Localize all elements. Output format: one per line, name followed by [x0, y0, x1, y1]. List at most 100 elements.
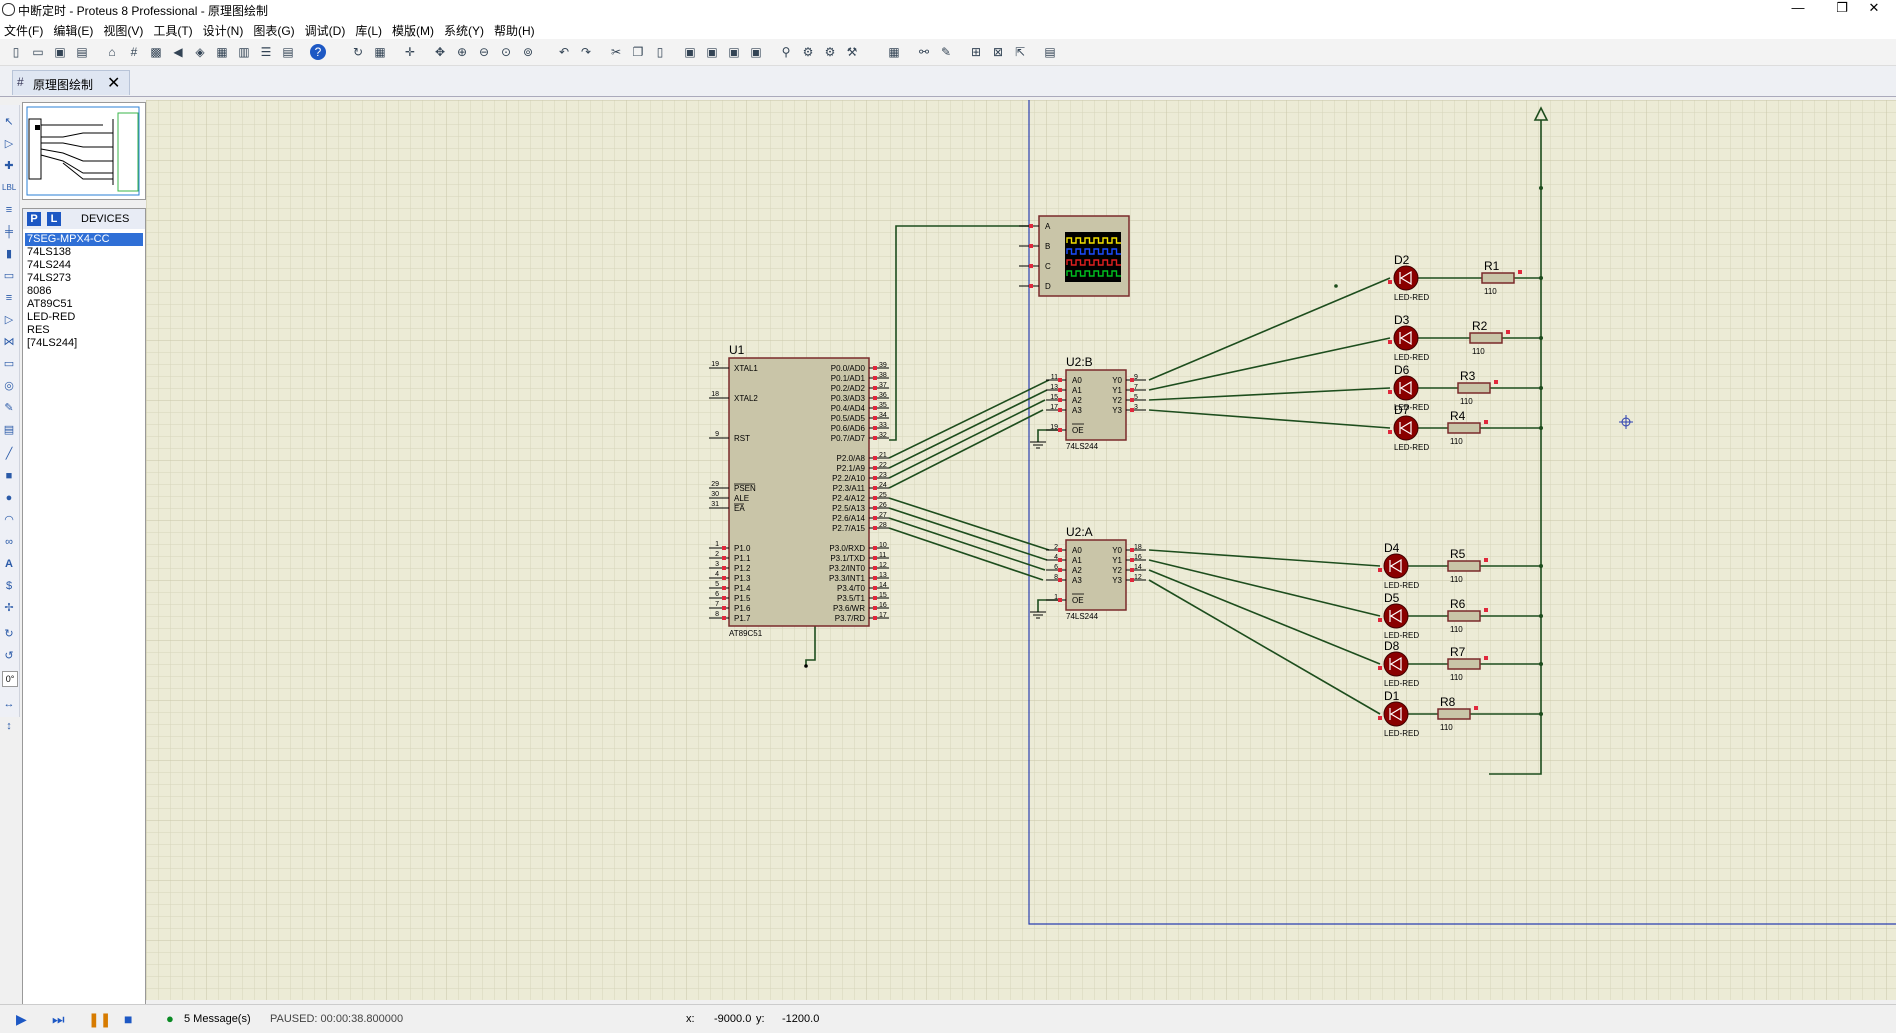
device-item[interactable]: 74LS244: [27, 259, 72, 271]
bom-icon[interactable]: ▦: [216, 45, 228, 59]
minimize-button[interactable]: —: [1791, 0, 1805, 15]
zoom-all-icon[interactable]: ⊙: [500, 45, 512, 59]
terminals-icon[interactable]: ▭: [3, 270, 15, 282]
block-copy-icon[interactable]: ▣: [684, 45, 696, 59]
component-mode-icon[interactable]: ▷: [4, 138, 14, 150]
probe-icon[interactable]: ◎: [4, 380, 14, 392]
flip-vertical-icon[interactable]: ↕: [6, 720, 12, 732]
rotate-ccw-icon[interactable]: ↺: [4, 650, 14, 662]
origin-icon[interactable]: ✛: [404, 45, 416, 59]
menu-system[interactable]: 系统(Y): [444, 24, 484, 38]
tape-recorder-icon[interactable]: ⋈: [3, 336, 15, 348]
wire-autoroute-icon[interactable]: ▦: [888, 45, 900, 59]
close-window-button[interactable]: ✕: [1868, 0, 1880, 15]
device-item[interactable]: 7SEG-MPX4-CC: [25, 233, 143, 246]
pcb-icon[interactable]: ▩: [150, 45, 162, 59]
play-button[interactable]: ▶: [16, 1011, 27, 1027]
restore-button[interactable]: ❐: [1836, 0, 1848, 15]
library-manager-button[interactable]: L: [47, 212, 61, 226]
report-icon[interactable]: ▤: [282, 45, 294, 59]
tab-schematic-capture[interactable]: # 原理图绘制 ✕: [12, 70, 130, 95]
help-icon[interactable]: ?: [310, 44, 326, 60]
cut-icon[interactable]: ✂: [610, 45, 622, 59]
device-item[interactable]: LED-RED: [27, 311, 76, 323]
device-item[interactable]: 8086: [27, 285, 52, 297]
line-icon[interactable]: ╱: [5, 448, 13, 460]
redo-icon[interactable]: ↷: [580, 45, 592, 59]
stop-button[interactable]: ■: [124, 1011, 133, 1027]
design-explorer-icon[interactable]: ☰: [260, 45, 272, 59]
new-sheet-icon[interactable]: ⊞: [970, 45, 982, 59]
generator-icon[interactable]: ▭: [3, 358, 15, 370]
block-delete-icon[interactable]: ▣: [750, 45, 762, 59]
menu-library[interactable]: 库(L): [355, 24, 382, 38]
property-tool-icon[interactable]: ✎: [940, 45, 952, 59]
zoom-out-icon[interactable]: ⊖: [478, 45, 490, 59]
device-pins-icon[interactable]: ≡: [5, 292, 13, 304]
zoom-area-icon[interactable]: ⊚: [522, 45, 534, 59]
graph-icon[interactable]: ▷: [4, 314, 14, 326]
device-item[interactable]: RES: [27, 324, 50, 336]
text-icon[interactable]: A: [5, 558, 13, 570]
box-icon[interactable]: ■: [5, 470, 13, 482]
marker-icon[interactable]: ✢: [4, 602, 14, 614]
netlist-icon[interactable]: ▤: [1044, 45, 1056, 59]
menu-graph[interactable]: 图表(G): [253, 24, 295, 38]
junction-dot-icon[interactable]: ✚: [4, 160, 14, 172]
buses-icon[interactable]: ╪: [5, 226, 13, 238]
arc-icon[interactable]: ◠: [4, 514, 14, 526]
back-icon[interactable]: ◀: [173, 45, 183, 59]
copy-icon[interactable]: ❐: [632, 45, 644, 59]
make-device-icon[interactable]: ⚙: [802, 45, 814, 59]
selection-mode-icon[interactable]: ↖: [4, 116, 14, 128]
remove-sheet-icon[interactable]: ⊠: [992, 45, 1004, 59]
menu-edit[interactable]: 编辑(E): [53, 24, 94, 38]
new-file-icon[interactable]: ▯: [12, 45, 20, 59]
overview-window[interactable]: [22, 102, 146, 200]
menu-debug[interactable]: 调试(D): [304, 24, 346, 38]
close-tab-icon[interactable]: ✕: [107, 75, 121, 92]
menu-tools[interactable]: 工具(T): [153, 24, 193, 38]
paste-icon[interactable]: ▯: [656, 45, 664, 59]
search-icon[interactable]: ⚯: [918, 45, 930, 59]
virtual-instruments-icon[interactable]: ▤: [3, 424, 15, 436]
symbol-icon[interactable]: $: [5, 580, 13, 592]
pick-device-icon[interactable]: ⚲: [781, 45, 791, 59]
menu-design[interactable]: 设计(N): [202, 24, 244, 38]
messages-count[interactable]: 5 Message(s): [184, 1013, 251, 1025]
wire-label-icon[interactable]: LBL: [2, 183, 17, 192]
flip-horizontal-icon[interactable]: ↔: [3, 698, 15, 710]
circle-icon[interactable]: ●: [5, 492, 13, 504]
open-folder-icon[interactable]: ▭: [32, 45, 44, 59]
rotate-cw-icon[interactable]: ↻: [4, 628, 14, 640]
menu-help[interactable]: 帮助(H): [494, 24, 535, 38]
save-all-icon[interactable]: ▤: [76, 45, 88, 59]
step-button[interactable]: ⏭: [52, 1011, 65, 1027]
block-rotate-icon[interactable]: ▣: [728, 45, 740, 59]
rotation-angle-field[interactable]: 0°: [2, 671, 18, 687]
home-icon[interactable]: ⌂: [108, 45, 116, 59]
pick-devices-button[interactable]: P: [27, 212, 41, 226]
device-item[interactable]: 74LS273: [27, 272, 72, 284]
device-item[interactable]: [74LS244]: [27, 337, 78, 349]
menu-view[interactable]: 视图(V): [103, 24, 144, 38]
subcircuit-icon[interactable]: ▮: [5, 248, 13, 260]
pan-icon[interactable]: ✥: [434, 45, 446, 59]
menu-file[interactable]: 文件(F): [4, 24, 44, 38]
pause-button[interactable]: ❚❚: [88, 1011, 112, 1027]
save-icon[interactable]: ▣: [54, 45, 66, 59]
schematic-icon[interactable]: #: [130, 45, 138, 59]
block-move-icon[interactable]: ▣: [706, 45, 718, 59]
voltage-probe-icon[interactable]: ✎: [4, 402, 14, 414]
exit-sheet-icon[interactable]: ⇱: [1014, 45, 1026, 59]
menu-template[interactable]: 模版(M): [392, 24, 434, 38]
notes-icon[interactable]: ▥: [238, 45, 250, 59]
undo-icon[interactable]: ↶: [558, 45, 570, 59]
grid-icon[interactable]: ▦: [374, 45, 386, 59]
decompose-icon[interactable]: ⚒: [846, 45, 858, 59]
zoom-in-icon[interactable]: ⊕: [456, 45, 468, 59]
device-item[interactable]: 74LS138: [27, 246, 72, 258]
refresh-icon[interactable]: ↻: [352, 45, 364, 59]
